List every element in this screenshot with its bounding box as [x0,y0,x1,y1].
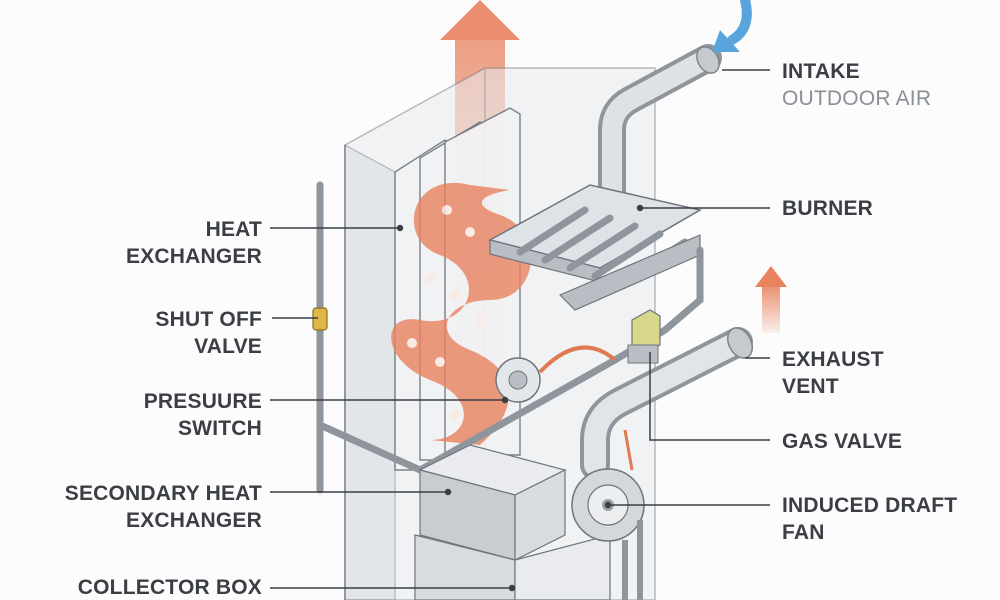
label-shut-off-valve-line1: SHUT OFF [155,308,262,331]
label-exhaust-vent-line2: VENT [782,375,839,398]
label-heat-exchanger-line2: EXCHANGER [126,245,262,268]
label-induced-draft-fan: INDUCED DRAFT FAN [782,492,957,546]
label-collector-box-text: COLLECTOR BOX [77,576,262,599]
label-pressure-switch-line1: PRESUURE [143,390,262,413]
induced-draft-fan-leader-dot [604,501,612,509]
label-secondary-heat-exchanger-line1: SECONDARY HEAT [64,482,262,505]
label-pressure-switch: PRESUURE SWITCH [144,388,262,442]
label-secondary-heat-exchanger-line2: EXCHANGER [126,509,262,532]
heat-exchanger-leader-dot [396,224,404,232]
label-exhaust-vent: EXHAUST VENT [782,346,884,400]
label-intake-sub: OUTDOOR AIR [782,87,932,110]
intake-air-arrow [712,0,752,52]
pressure-switch-body [495,345,617,403]
pressure-switch-leader-dot [501,396,509,404]
label-intake: INTAKE OUTDOOR AIR [782,58,931,112]
label-secondary-heat-exchanger: SECONDARY HEAT EXCHANGER [65,480,262,534]
burner-assembly [487,184,703,311]
label-induced-draft-fan-line1: INDUCED DRAFT [782,494,958,517]
label-shut-off-valve-line2: VALVE [194,335,262,358]
shut-off-valve [312,307,328,331]
label-gas-valve: GAS VALVE [782,428,902,455]
label-heat-exchanger-line1: HEAT [205,218,262,241]
gas-valve-leader [649,352,770,441]
label-collector-box: COLLECTOR BOX [78,574,262,600]
collector-box-leader-dot [508,584,516,592]
leader-lines [270,69,770,592]
label-burner: BURNER [782,195,873,222]
collector-box-body [414,534,611,600]
label-induced-draft-fan-line2: FAN [782,521,825,544]
intake-pipe [598,44,722,209]
label-intake-title: INTAKE [782,60,860,83]
burner-leader-dot [636,204,644,212]
label-heat-exchanger: HEAT EXCHANGER [126,216,262,270]
label-exhaust-vent-line1: EXHAUST [782,348,884,371]
label-burner-text: BURNER [782,197,874,220]
label-shut-off-valve: SHUT OFF VALVE [155,306,262,360]
label-pressure-switch-line2: SWITCH [177,417,262,440]
label-gas-valve-text: GAS VALVE [782,430,903,453]
secondary-heat-exchanger-leader-dot [444,488,452,496]
exhaust-arrow [755,266,787,333]
exhaust-pipe [580,327,754,480]
